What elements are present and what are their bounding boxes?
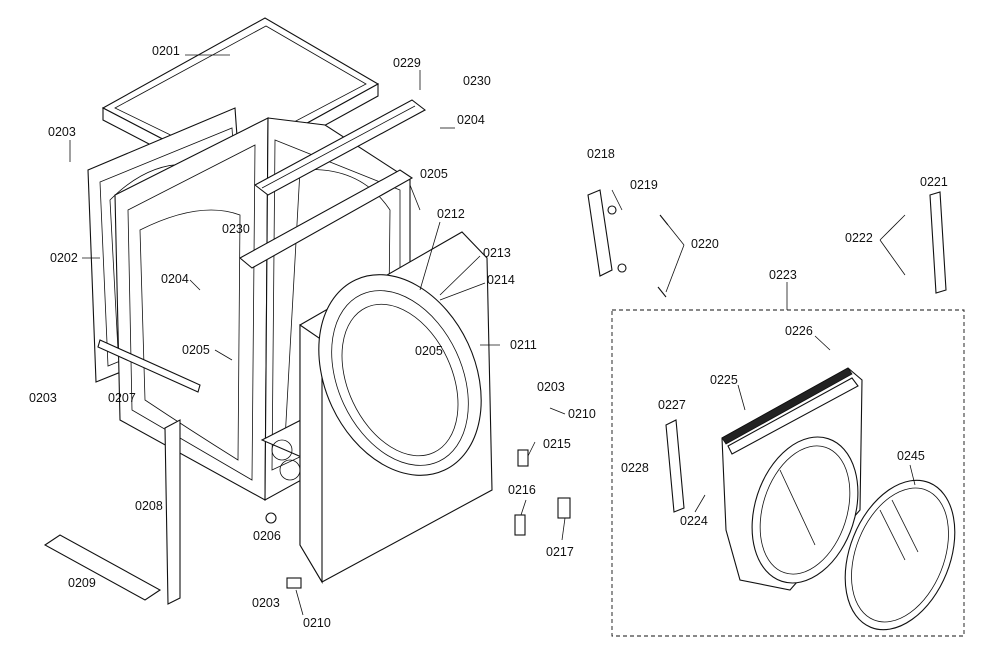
label-0203-top: 0203 <box>48 125 76 139</box>
strip-0208 <box>164 419 181 605</box>
label-0203-left: 0203 <box>29 391 57 405</box>
label-0208: 0208 <box>135 499 163 513</box>
label-0209: 0209 <box>68 576 96 590</box>
label-0203-bottom: 0203 <box>252 596 280 610</box>
label-0215: 0215 <box>543 437 571 451</box>
label-0210-bottom: 0210 <box>303 616 331 630</box>
label-0207: 0207 <box>108 391 136 405</box>
label-0225: 0225 <box>710 373 738 387</box>
part-0216 <box>514 514 526 536</box>
bracket-0218 <box>587 189 613 277</box>
label-0223: 0223 <box>769 268 797 282</box>
door-front <box>721 367 863 591</box>
label-0214: 0214 <box>487 273 515 287</box>
label-0201: 0201 <box>152 44 180 58</box>
label-0204-left: 0204 <box>161 272 189 286</box>
door-glass <box>844 479 956 631</box>
label-0230-top: 0230 <box>463 74 491 88</box>
label-0226: 0226 <box>785 324 813 338</box>
label-0230-left: 0230 <box>222 222 250 236</box>
label-0218: 0218 <box>587 147 615 161</box>
rail-0207 <box>97 339 201 393</box>
label-0224: 0224 <box>680 514 708 528</box>
label-0221: 0221 <box>920 175 948 189</box>
foot-0206 <box>265 512 277 524</box>
label-0220: 0220 <box>691 237 719 251</box>
door-assembly-box <box>611 282 965 637</box>
front-panel <box>299 231 493 585</box>
label-0245: 0245 <box>897 449 925 463</box>
label-0206: 0206 <box>253 529 281 543</box>
label-0205-right: 0205 <box>415 344 443 358</box>
part-0215 <box>517 449 529 467</box>
label-0216: 0216 <box>508 483 536 497</box>
label-0203-mid: 0203 <box>537 380 565 394</box>
label-0205-left: 0205 <box>182 343 210 357</box>
label-0211: 0211 <box>510 338 537 352</box>
bracket-0209 <box>43 534 162 601</box>
label-0229: 0229 <box>393 56 421 70</box>
clip-0219a <box>607 205 617 215</box>
label-0204-top: 0204 <box>457 113 485 127</box>
label-0217: 0217 <box>546 545 574 559</box>
label-0227: 0227 <box>658 398 686 412</box>
part-0217 <box>557 497 571 519</box>
clip-0210 <box>286 577 302 589</box>
label-0210-mid: 0210 <box>568 407 596 421</box>
label-0205-top: 0205 <box>420 167 448 181</box>
label-0212: 0212 <box>437 207 465 221</box>
label-0202: 0202 <box>50 251 78 265</box>
leader-lines <box>69 54 916 616</box>
hinge-0221 <box>929 191 947 294</box>
label-0219: 0219 <box>630 178 658 192</box>
label-0222: 0222 <box>845 231 873 245</box>
clip-0219b <box>617 263 627 273</box>
label-0213: 0213 <box>483 246 511 260</box>
label-0228: 0228 <box>621 461 649 475</box>
screw-0220b <box>657 286 667 298</box>
screw-0220a <box>659 214 669 226</box>
hinge-0227 <box>665 419 685 513</box>
